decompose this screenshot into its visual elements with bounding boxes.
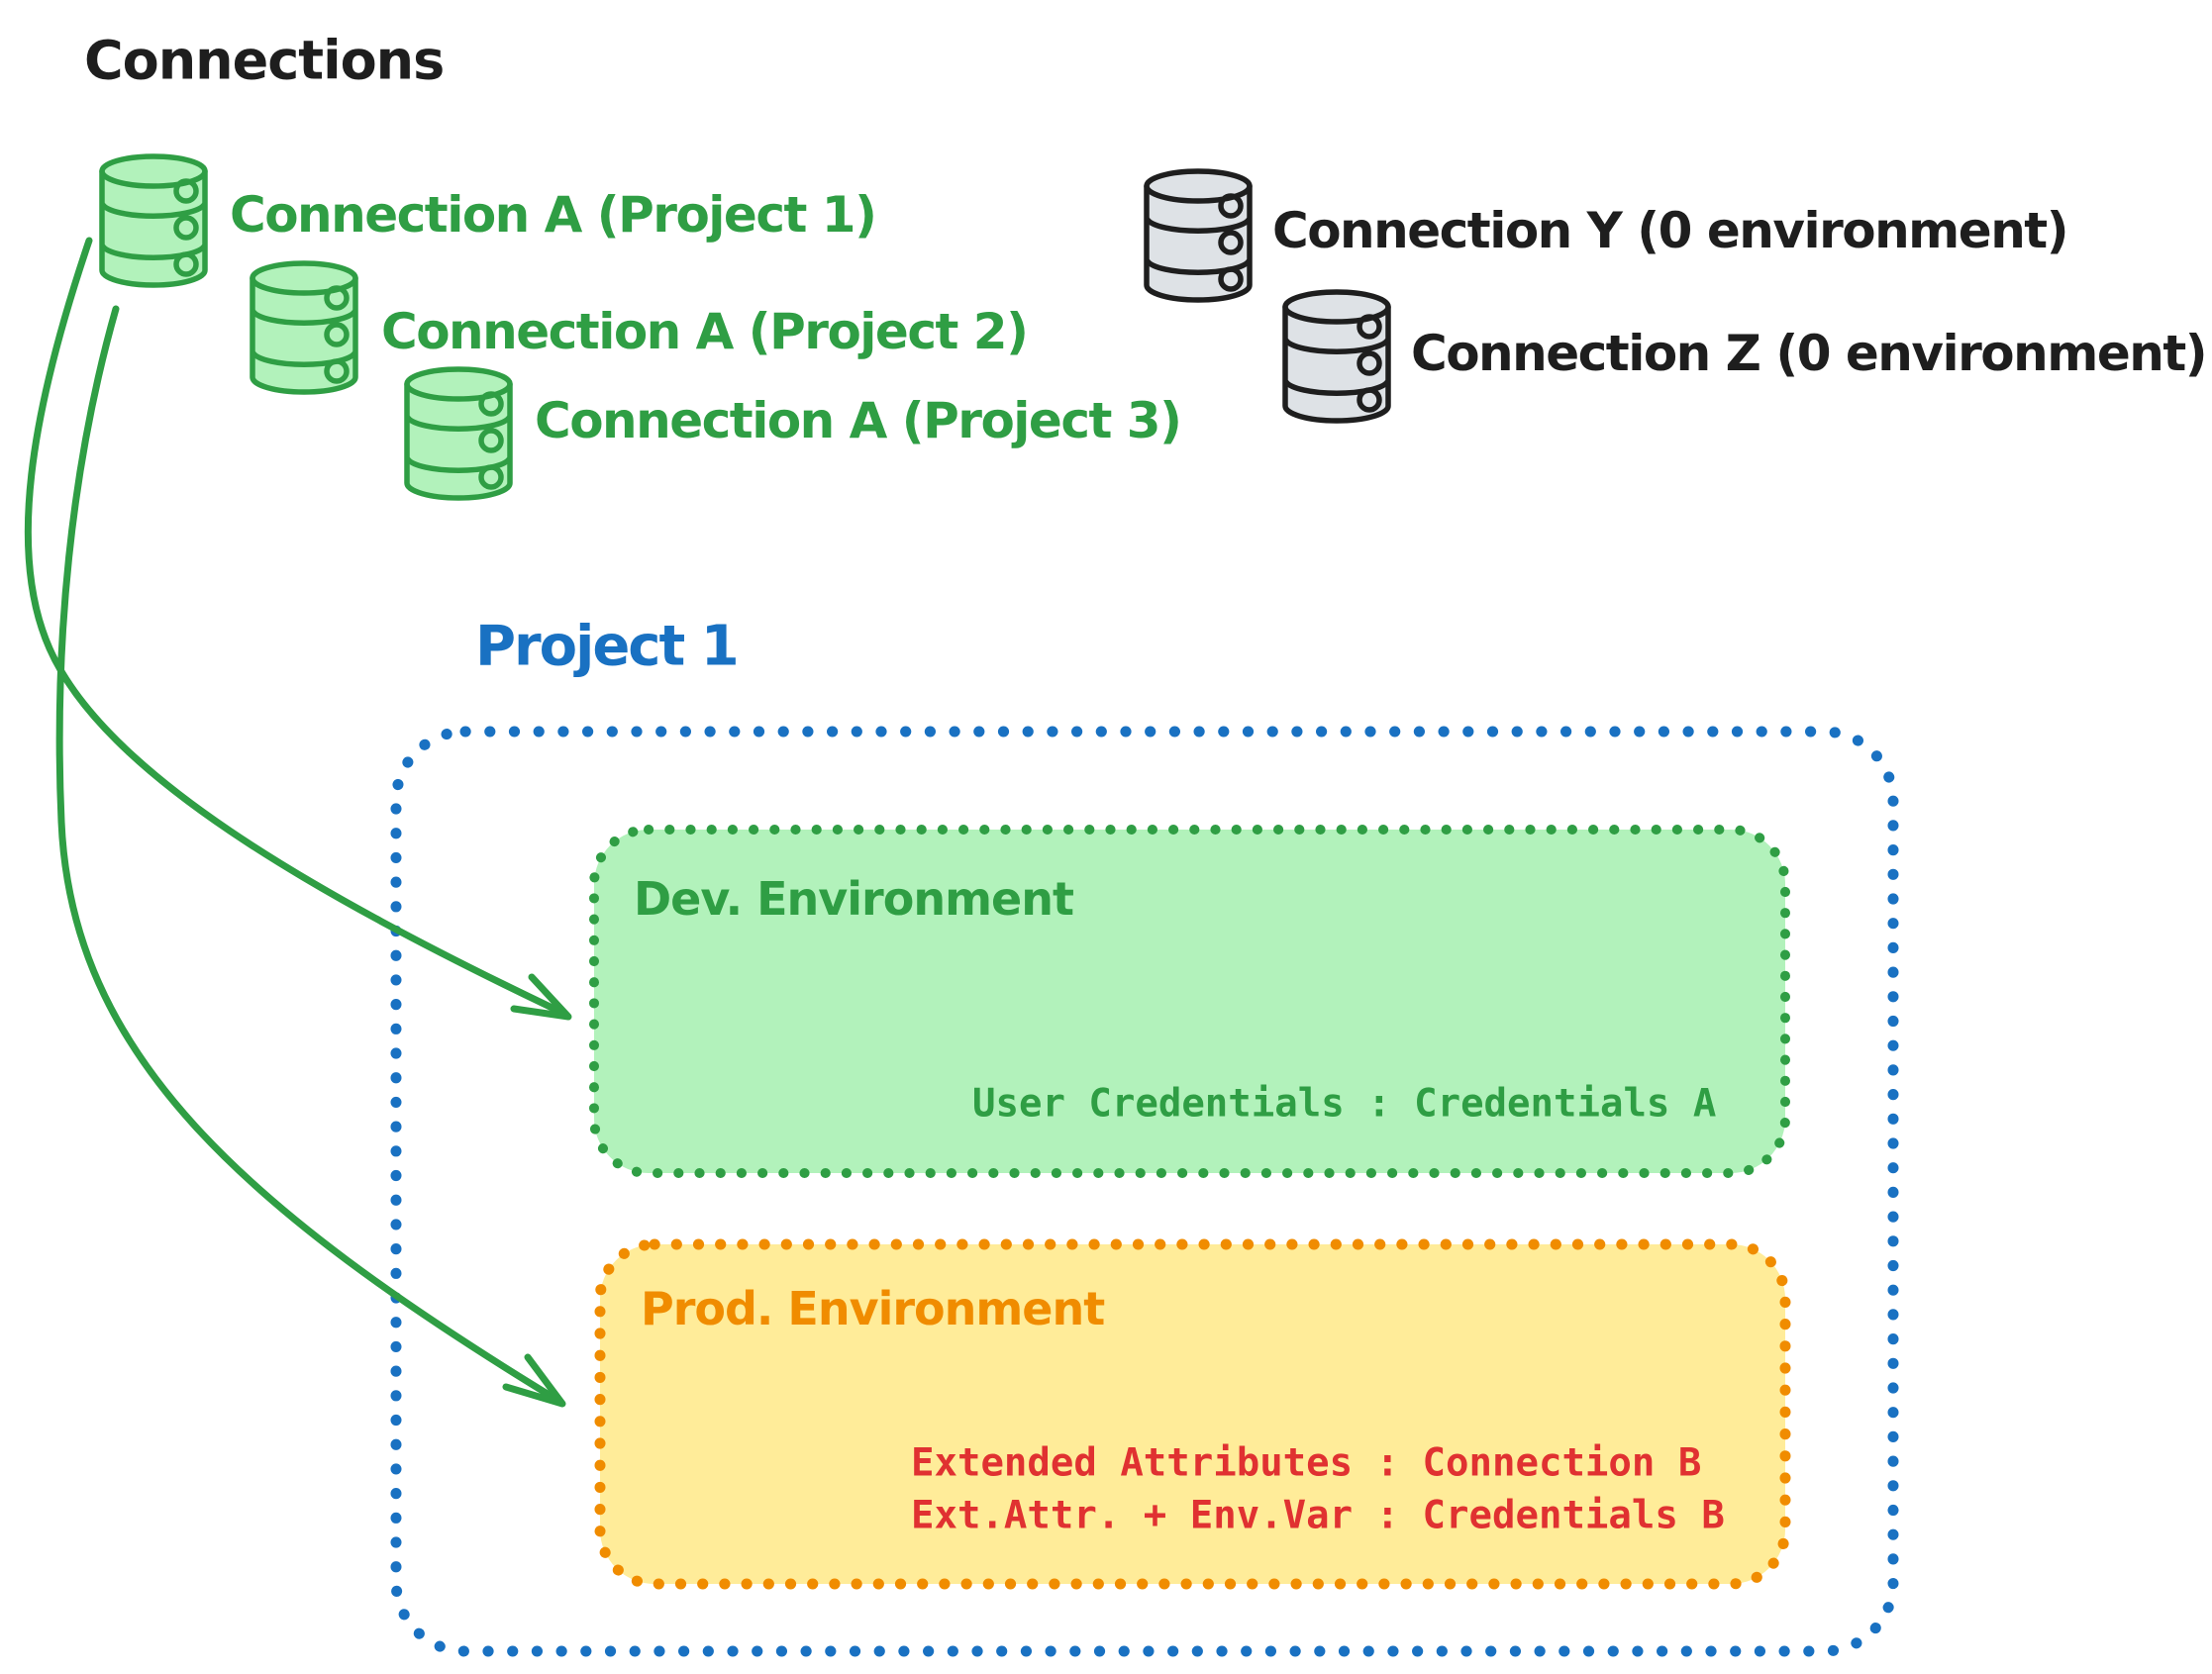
database-icon-connection-z[interactable] — [1285, 292, 1388, 421]
prod-ext-attr-env-var-text[interactable]: Ext.Attr. + Env.Var : Credentials B — [911, 1493, 1725, 1538]
dev-user-credentials-text[interactable]: User Credentials : Credentials A — [972, 1081, 1717, 1127]
database-icon-connection-a-project-2[interactable] — [252, 263, 355, 392]
connection-a-project-1-label[interactable]: Connection A (Project 1) — [230, 186, 877, 244]
connection-y-label[interactable]: Connection Y (0 environment) — [1272, 202, 2069, 259]
database-icon-connection-a-project-3[interactable] — [407, 369, 510, 498]
project-1-container-box[interactable] — [390, 726, 1899, 1657]
page-title: Connections — [84, 29, 445, 92]
arrow-connection-a-to-prod-environment[interactable] — [55, 305, 566, 1408]
connection-z-label[interactable]: Connection Z (0 environment) — [1411, 325, 2208, 382]
prod-environment-label[interactable]: Prod. Environment — [641, 1282, 1105, 1335]
database-icon-connection-y[interactable] — [1147, 171, 1250, 300]
prod-extended-attributes-text[interactable]: Extended Attributes : Connection B — [911, 1440, 1702, 1486]
database-icon-connection-a-project-1[interactable] — [102, 156, 205, 285]
connection-a-project-2-label[interactable]: Connection A (Project 2) — [381, 303, 1029, 360]
connection-a-project-3-label[interactable]: Connection A (Project 3) — [535, 392, 1182, 449]
prod-environment-box[interactable] — [594, 1238, 1791, 1590]
dev-environment-label[interactable]: Dev. Environment — [634, 872, 1074, 926]
dev-environment-box[interactable] — [589, 825, 1790, 1178]
project-1-title[interactable]: Project 1 — [475, 614, 740, 679]
